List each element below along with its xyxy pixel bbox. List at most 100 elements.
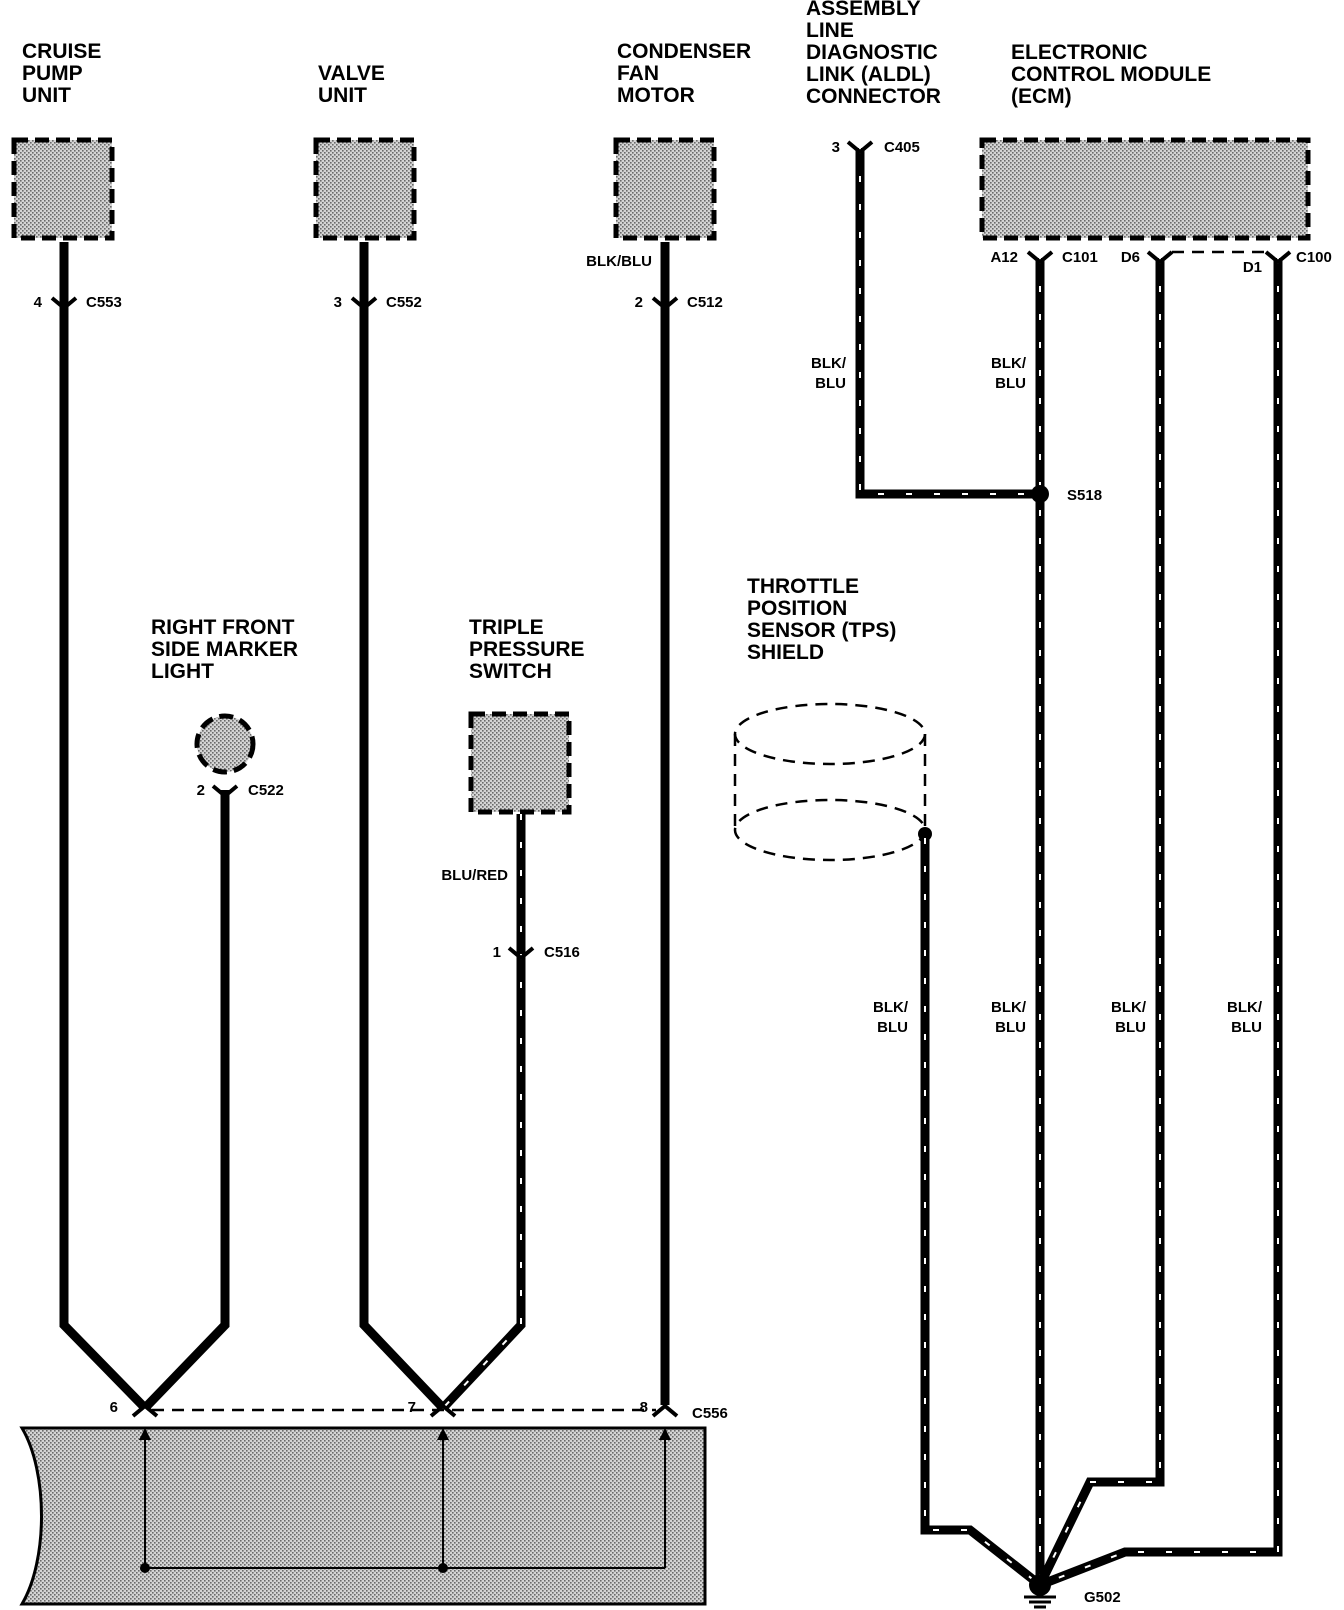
chevron-c405 <box>846 140 874 155</box>
arrow-7 <box>437 1428 449 1440</box>
condenser-fan-line3: MOTOR <box>617 84 695 107</box>
condenser-fan-line1: CONDENSER <box>617 40 751 63</box>
ecm-line2: CONTROL MODULE <box>1011 63 1211 86</box>
pin-c522: 2 <box>197 782 205 799</box>
ecm-line3: (ECM) <box>1011 85 1072 108</box>
connector-chevrons <box>50 140 1292 961</box>
label-c100: C100 <box>1296 249 1332 266</box>
chevron-c556-6 <box>131 1403 159 1418</box>
cruise-pump-line1: CRUISE <box>22 40 101 63</box>
condenser-fan-box <box>613 137 717 241</box>
chevron-c553 <box>50 296 78 311</box>
wire-cruise-pump <box>59 242 149 1412</box>
pin-c405: 3 <box>832 139 840 156</box>
tps-wire-color-2: BLU <box>877 1019 908 1036</box>
label-c556: C556 <box>692 1405 728 1422</box>
junction-7 <box>438 1563 448 1573</box>
ecm-label: ELECTRONIC CONTROL MODULE (ECM) <box>1011 41 1211 108</box>
c556-chevrons <box>131 1403 679 1418</box>
d6-wire-color-1: BLK/ <box>1111 999 1147 1016</box>
tps-line3: SENSOR (TPS) <box>747 619 896 642</box>
pin-c512: 2 <box>635 294 643 311</box>
wire-triple-switch <box>439 814 526 1412</box>
wire-side-marker <box>141 790 230 1412</box>
triple-switch-line1: TRIPLE <box>469 616 544 639</box>
tps-shield-tap <box>918 827 932 841</box>
aldl-wire-color-1: BLK/ <box>811 355 847 372</box>
label-c516: C516 <box>544 944 580 961</box>
ground-icon <box>1024 1574 1056 1609</box>
d1-wire-color-1: BLK/ <box>1227 999 1263 1016</box>
side-marker-line2: SIDE MARKER <box>151 638 298 661</box>
wire-aldl-stripe <box>859 148 1040 495</box>
chevron-c101 <box>1026 250 1054 265</box>
valve-unit-line1: VALVE <box>318 62 385 85</box>
chevron-c556-8 <box>651 1403 679 1418</box>
label-c405: C405 <box>884 139 920 156</box>
tps-shield-cylinder <box>733 702 932 862</box>
ground-label: G502 <box>1084 1589 1121 1606</box>
tps-top-ellipse <box>733 702 927 766</box>
aldl-label: ASSEMBLY LINE DIAGNOSTIC LINK (ALDL) CON… <box>806 0 941 108</box>
d1-wire-color-2: BLU <box>1231 1019 1262 1036</box>
arrow-6 <box>139 1428 151 1440</box>
wire-valve-unit <box>359 242 447 1412</box>
label-c553: C553 <box>86 294 122 311</box>
wire-ecm-d6-stripe <box>1039 258 1161 1586</box>
chevron-c100 <box>1264 250 1292 265</box>
ecm-wire-color-2: BLU <box>995 375 1026 392</box>
pin-c516: 1 <box>493 944 501 961</box>
side-marker-line1: RIGHT FRONT <box>151 616 295 639</box>
pin-d6: D6 <box>1121 249 1140 266</box>
side-marker-lamp <box>194 713 256 775</box>
tps-line1: THROTTLE <box>747 575 859 598</box>
chevron-c522 <box>211 784 239 799</box>
wire-triple-switch-stripe <box>442 814 522 1409</box>
tps-line2: POSITION <box>747 597 847 620</box>
a12-wire-color-2: BLU <box>995 1019 1026 1036</box>
tps-shield-label: THROTTLE POSITION SENSOR (TPS) SHIELD <box>747 575 896 664</box>
condenser-fan-label: CONDENSER FAN MOTOR <box>617 40 751 107</box>
valve-unit-label: VALVE UNIT <box>318 62 385 107</box>
bottom-connector-body <box>19 1426 707 1606</box>
chevron-c552 <box>350 296 378 311</box>
arrow-8 <box>659 1428 671 1440</box>
cruise-pump-line3: UNIT <box>22 84 71 107</box>
condenser-fan-line2: FAN <box>617 62 659 85</box>
chevron-c512 <box>651 296 679 311</box>
pin-a12: A12 <box>990 249 1018 266</box>
label-c101: C101 <box>1062 249 1098 266</box>
pin-c556-6: 6 <box>110 1399 118 1416</box>
cruise-pump-label: CRUISE PUMP UNIT <box>22 40 101 107</box>
splice-s518 <box>1031 485 1049 503</box>
cruise-pump-line2: PUMP <box>22 62 83 85</box>
chevron-d6 <box>1146 250 1174 265</box>
chevron-c556-7 <box>429 1403 457 1418</box>
cruise-pump-box <box>11 137 115 241</box>
splice-label: S518 <box>1067 487 1102 504</box>
wire-color-condenser: BLK/BLU <box>586 253 652 270</box>
aldl-line1: ASSEMBLY <box>806 0 921 20</box>
aldl-wire-color-2: BLU <box>815 375 846 392</box>
wire-tps-shield-stripe <box>924 838 1041 1586</box>
side-marker-label: RIGHT FRONT SIDE MARKER LIGHT <box>151 616 298 683</box>
wire-ecm-d6 <box>1035 258 1165 1587</box>
ecm-wire-color-1: BLK/ <box>991 355 1027 372</box>
pin-c556-8: 8 <box>640 1399 648 1416</box>
aldl-line5: CONNECTOR <box>806 85 941 108</box>
triple-switch-label: TRIPLE PRESSURE SWITCH <box>469 616 585 683</box>
tps-line4: SHIELD <box>747 641 824 664</box>
aldl-line2: LINE <box>806 19 854 42</box>
label-c522: C522 <box>248 782 284 799</box>
aldl-line4: LINK (ALDL) <box>806 63 931 86</box>
triple-switch-line2: PRESSURE <box>469 638 585 661</box>
c556-internal-wiring <box>139 1428 671 1573</box>
tps-bottom-ellipse <box>733 798 927 862</box>
triple-switch-box <box>468 711 572 815</box>
a12-wire-color-1: BLK/ <box>991 999 1027 1016</box>
d6-wire-color-2: BLU <box>1115 1019 1146 1036</box>
wire-color-triple: BLU/RED <box>441 867 508 884</box>
pin-c553: 4 <box>34 294 43 311</box>
triple-switch-line3: SWITCH <box>469 660 552 683</box>
